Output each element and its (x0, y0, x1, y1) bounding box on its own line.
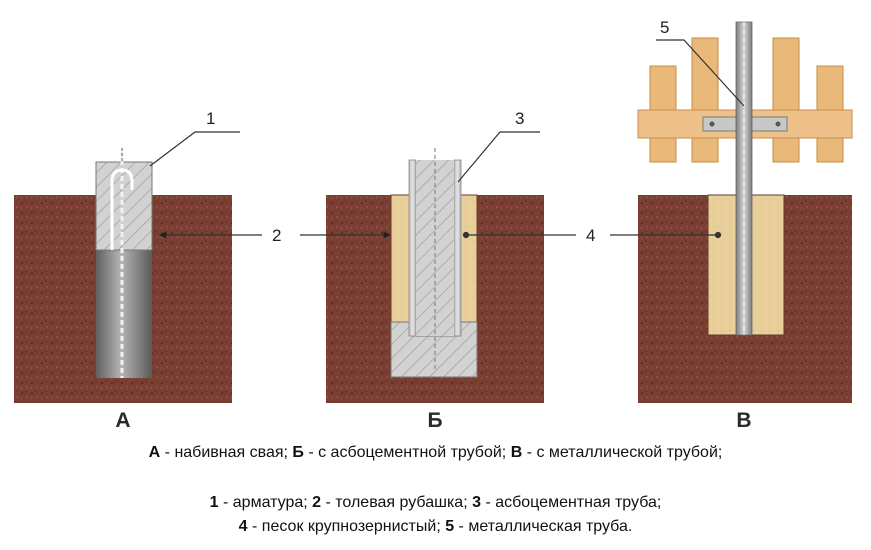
leader-4b-dot (714, 231, 722, 239)
caption-line-2: 1 - арматура; 2 - толевая рубашка; 3 - а… (0, 494, 871, 512)
caption-sep: - (481, 494, 496, 511)
panel-label-v: В (736, 409, 752, 432)
caption-text: асбоцементная труба; (495, 494, 662, 511)
callout-1: 1 (206, 109, 215, 128)
rebar-hook (110, 168, 134, 250)
bolt (709, 121, 715, 127)
caption-sep: - (160, 444, 175, 461)
caption-key: 4 (238, 518, 248, 535)
callout-3: 3 (515, 109, 524, 128)
caption-sep: - (218, 494, 233, 511)
leader-3 (457, 131, 540, 183)
caption-text: арматура; (232, 494, 313, 511)
caption-key: В (510, 444, 523, 461)
caption-sep: - (321, 494, 336, 511)
leader-5 (656, 39, 745, 107)
caption-line-1: А - набивная свая; Б - с асбоцементной т… (0, 444, 871, 462)
asbestos-pipe-right-wall (453, 159, 462, 337)
caption-text: с асбоцементной трубой; (318, 444, 511, 461)
asbestos-pipe-left-wall (408, 159, 417, 337)
caption-sep: - (303, 444, 319, 461)
caption-text: с металлической трубой; (536, 444, 723, 461)
caption-sep: - (522, 444, 537, 461)
leader-1 (149, 131, 240, 167)
caption-sep: - (247, 518, 262, 535)
fence-picket (772, 37, 800, 163)
caption-key: 5 (445, 518, 455, 535)
concrete-upper (95, 161, 153, 251)
pile-foundation-diagram: 1 2 3 4 5 (14, 14, 853, 403)
panel-label-b: Б (427, 409, 443, 432)
caption-sep: - (454, 518, 469, 535)
caption-text: песок крупнозернистый; (261, 518, 446, 535)
caption-key: 1 (209, 494, 219, 511)
panel-v (637, 14, 853, 403)
pile-shaft (96, 248, 152, 378)
caption-text: толевая рубашка; (335, 494, 473, 511)
panel-label-a: А (115, 409, 131, 432)
fence-picket (691, 37, 719, 163)
caption-text: набивная свая; (174, 444, 293, 461)
callout-leaders (149, 39, 745, 239)
caption-key: Б (292, 444, 304, 461)
panel-a (14, 148, 232, 403)
panel-b (326, 148, 544, 403)
bolt (775, 121, 781, 127)
callout-4: 4 (586, 226, 595, 245)
callout-5: 5 (660, 18, 669, 37)
caption-key: 3 (472, 494, 481, 511)
caption-line-3: 4 - песок крупнозернистый; 5 - металличе… (0, 518, 871, 536)
leader-4a-dot (462, 231, 470, 239)
caption-text: металлическая труба. (468, 518, 633, 535)
callout-2: 2 (272, 226, 281, 245)
caption-key: А (148, 444, 161, 461)
caption-key: 2 (312, 494, 322, 511)
